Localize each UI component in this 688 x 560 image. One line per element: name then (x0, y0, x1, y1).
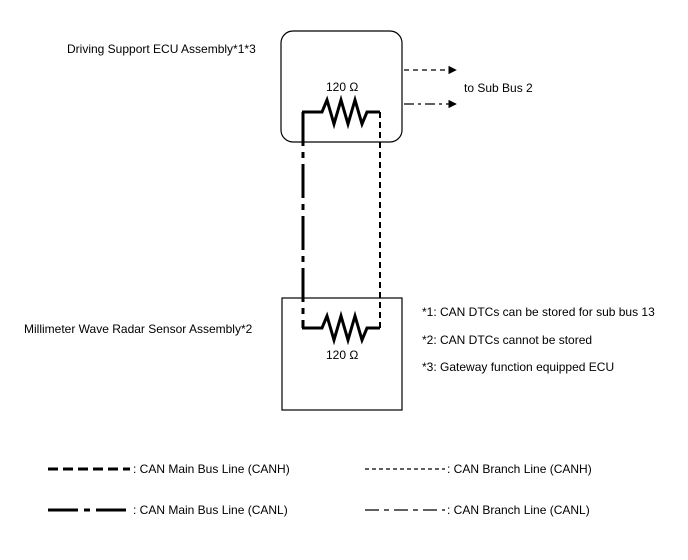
legend-main-canl-label: : CAN Main Bus Line (CANL) (133, 503, 288, 517)
radar-sensor-label: Millimeter Wave Radar Sensor Assembly*2 (24, 322, 253, 336)
top-resistor-value: 120 Ω (326, 80, 359, 94)
legend-main-canh-label: : CAN Main Bus Line (CANH) (133, 462, 290, 476)
legend-branch-canh-label: : CAN Branch Line (CANH) (447, 462, 592, 476)
driving-support-ecu-box (280, 30, 403, 143)
bottom-resistor (302, 310, 380, 346)
note-3: *3: Gateway function equipped ECU (422, 360, 615, 374)
legend-branch-canl-label: : CAN Branch Line (CANL) (447, 503, 590, 517)
note-2: *2: CAN DTCs cannot be stored (422, 333, 593, 347)
driving-support-ecu-label: Driving Support ECU Assembly*1*3 (67, 42, 256, 56)
note-1: *1: CAN DTCs can be stored for sub bus 1… (422, 305, 655, 319)
bottom-resistor-value: 120 Ω (326, 348, 359, 362)
radar-sensor-box (281, 297, 403, 411)
top-resistor (302, 94, 380, 130)
sub-bus-label: to Sub Bus 2 (464, 81, 533, 95)
